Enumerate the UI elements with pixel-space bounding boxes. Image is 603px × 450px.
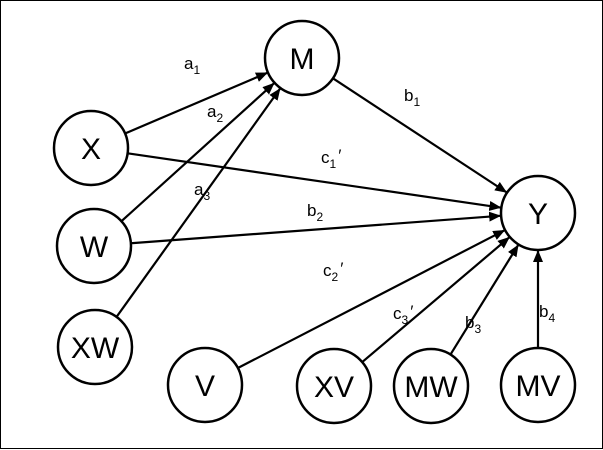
edge-label-subscript: 1 bbox=[193, 63, 200, 77]
node-y: Y bbox=[499, 174, 577, 252]
edge-xv-to-y bbox=[361, 236, 510, 363]
node-label: W bbox=[80, 231, 109, 264]
edge-label-letter: a bbox=[194, 180, 204, 199]
edge-m-to-y bbox=[332, 77, 508, 194]
edge-label-letter: b bbox=[465, 313, 474, 332]
edge-label-subscript: 2 bbox=[216, 111, 223, 125]
edge-label-subscript: 3 bbox=[402, 313, 409, 327]
node-label: M bbox=[290, 43, 315, 76]
edge-label-subscript: 3 bbox=[474, 322, 481, 336]
node-circle bbox=[55, 207, 133, 285]
node-v: V bbox=[166, 346, 244, 424]
edge-label-letter: a bbox=[207, 102, 217, 121]
node-circle bbox=[263, 19, 341, 97]
edge-x-to-m bbox=[124, 71, 268, 135]
edge-label-a3: a3 bbox=[194, 180, 210, 203]
node-circle bbox=[392, 347, 470, 425]
edge-label-letter: a bbox=[184, 54, 194, 73]
node-circle bbox=[56, 308, 134, 386]
node-label: X bbox=[81, 133, 101, 166]
edge-label-c2-prime: c2′ bbox=[323, 259, 343, 284]
node-mw: MW bbox=[392, 347, 470, 425]
edge-label-letter: b bbox=[307, 201, 316, 220]
edge-label-c1-prime: c1′ bbox=[321, 146, 341, 171]
edge-label-letter: b bbox=[404, 86, 413, 105]
edge-label-b3: b3 bbox=[465, 313, 481, 336]
edge-xw-to-m bbox=[115, 88, 281, 318]
node-x: X bbox=[52, 109, 130, 187]
edge-v-to-y bbox=[237, 229, 506, 369]
edge-label-subscript: 2 bbox=[332, 270, 339, 284]
edge-label-a2: a2 bbox=[207, 102, 223, 125]
node-label: XV bbox=[314, 371, 354, 404]
node-label: V bbox=[195, 370, 215, 403]
node-xv: XV bbox=[295, 347, 373, 425]
edge-label-c3-prime: c3′ bbox=[393, 302, 413, 327]
edge-label-subscript: 2 bbox=[316, 210, 323, 224]
node-circle bbox=[166, 346, 244, 424]
edge-label-letter: c bbox=[323, 261, 332, 280]
node-label: XW bbox=[71, 332, 120, 365]
edge-label-subscript: 1 bbox=[330, 157, 337, 171]
edge-label-b2: b2 bbox=[307, 201, 323, 224]
node-circle bbox=[295, 347, 373, 425]
node-label: MW bbox=[404, 371, 458, 404]
node-mv: MV bbox=[499, 346, 577, 424]
edge-label-letter: c bbox=[393, 304, 402, 323]
edge-w-to-m bbox=[120, 82, 275, 223]
edges-layer bbox=[115, 71, 543, 369]
node-w: W bbox=[55, 207, 133, 285]
edge-label-prime: ′ bbox=[338, 146, 341, 165]
node-circle bbox=[499, 174, 577, 252]
edge-label-letter: b bbox=[539, 302, 548, 321]
edge-label-subscript: 1 bbox=[413, 95, 420, 109]
edge-label-b1: b1 bbox=[404, 86, 420, 109]
node-label: Y bbox=[528, 198, 548, 231]
node-xw: XW bbox=[56, 308, 134, 386]
node-m: M bbox=[263, 19, 341, 97]
edge-mw-to-y bbox=[449, 244, 519, 356]
edge-label-a1: a1 bbox=[184, 54, 200, 77]
edge-label-b4: b4 bbox=[539, 302, 555, 325]
edge-x-to-y bbox=[127, 152, 502, 211]
edge-label-subscript: 3 bbox=[203, 189, 210, 203]
edge-label-prime: ′ bbox=[410, 302, 413, 321]
edge-label-letter: c bbox=[321, 148, 330, 167]
node-circle bbox=[499, 346, 577, 424]
node-circle bbox=[52, 109, 130, 187]
edge-label-subscript: 4 bbox=[548, 311, 555, 325]
edge-label-prime: ′ bbox=[340, 259, 343, 278]
edge-w-to-y bbox=[130, 211, 502, 245]
node-label: MV bbox=[516, 370, 561, 403]
